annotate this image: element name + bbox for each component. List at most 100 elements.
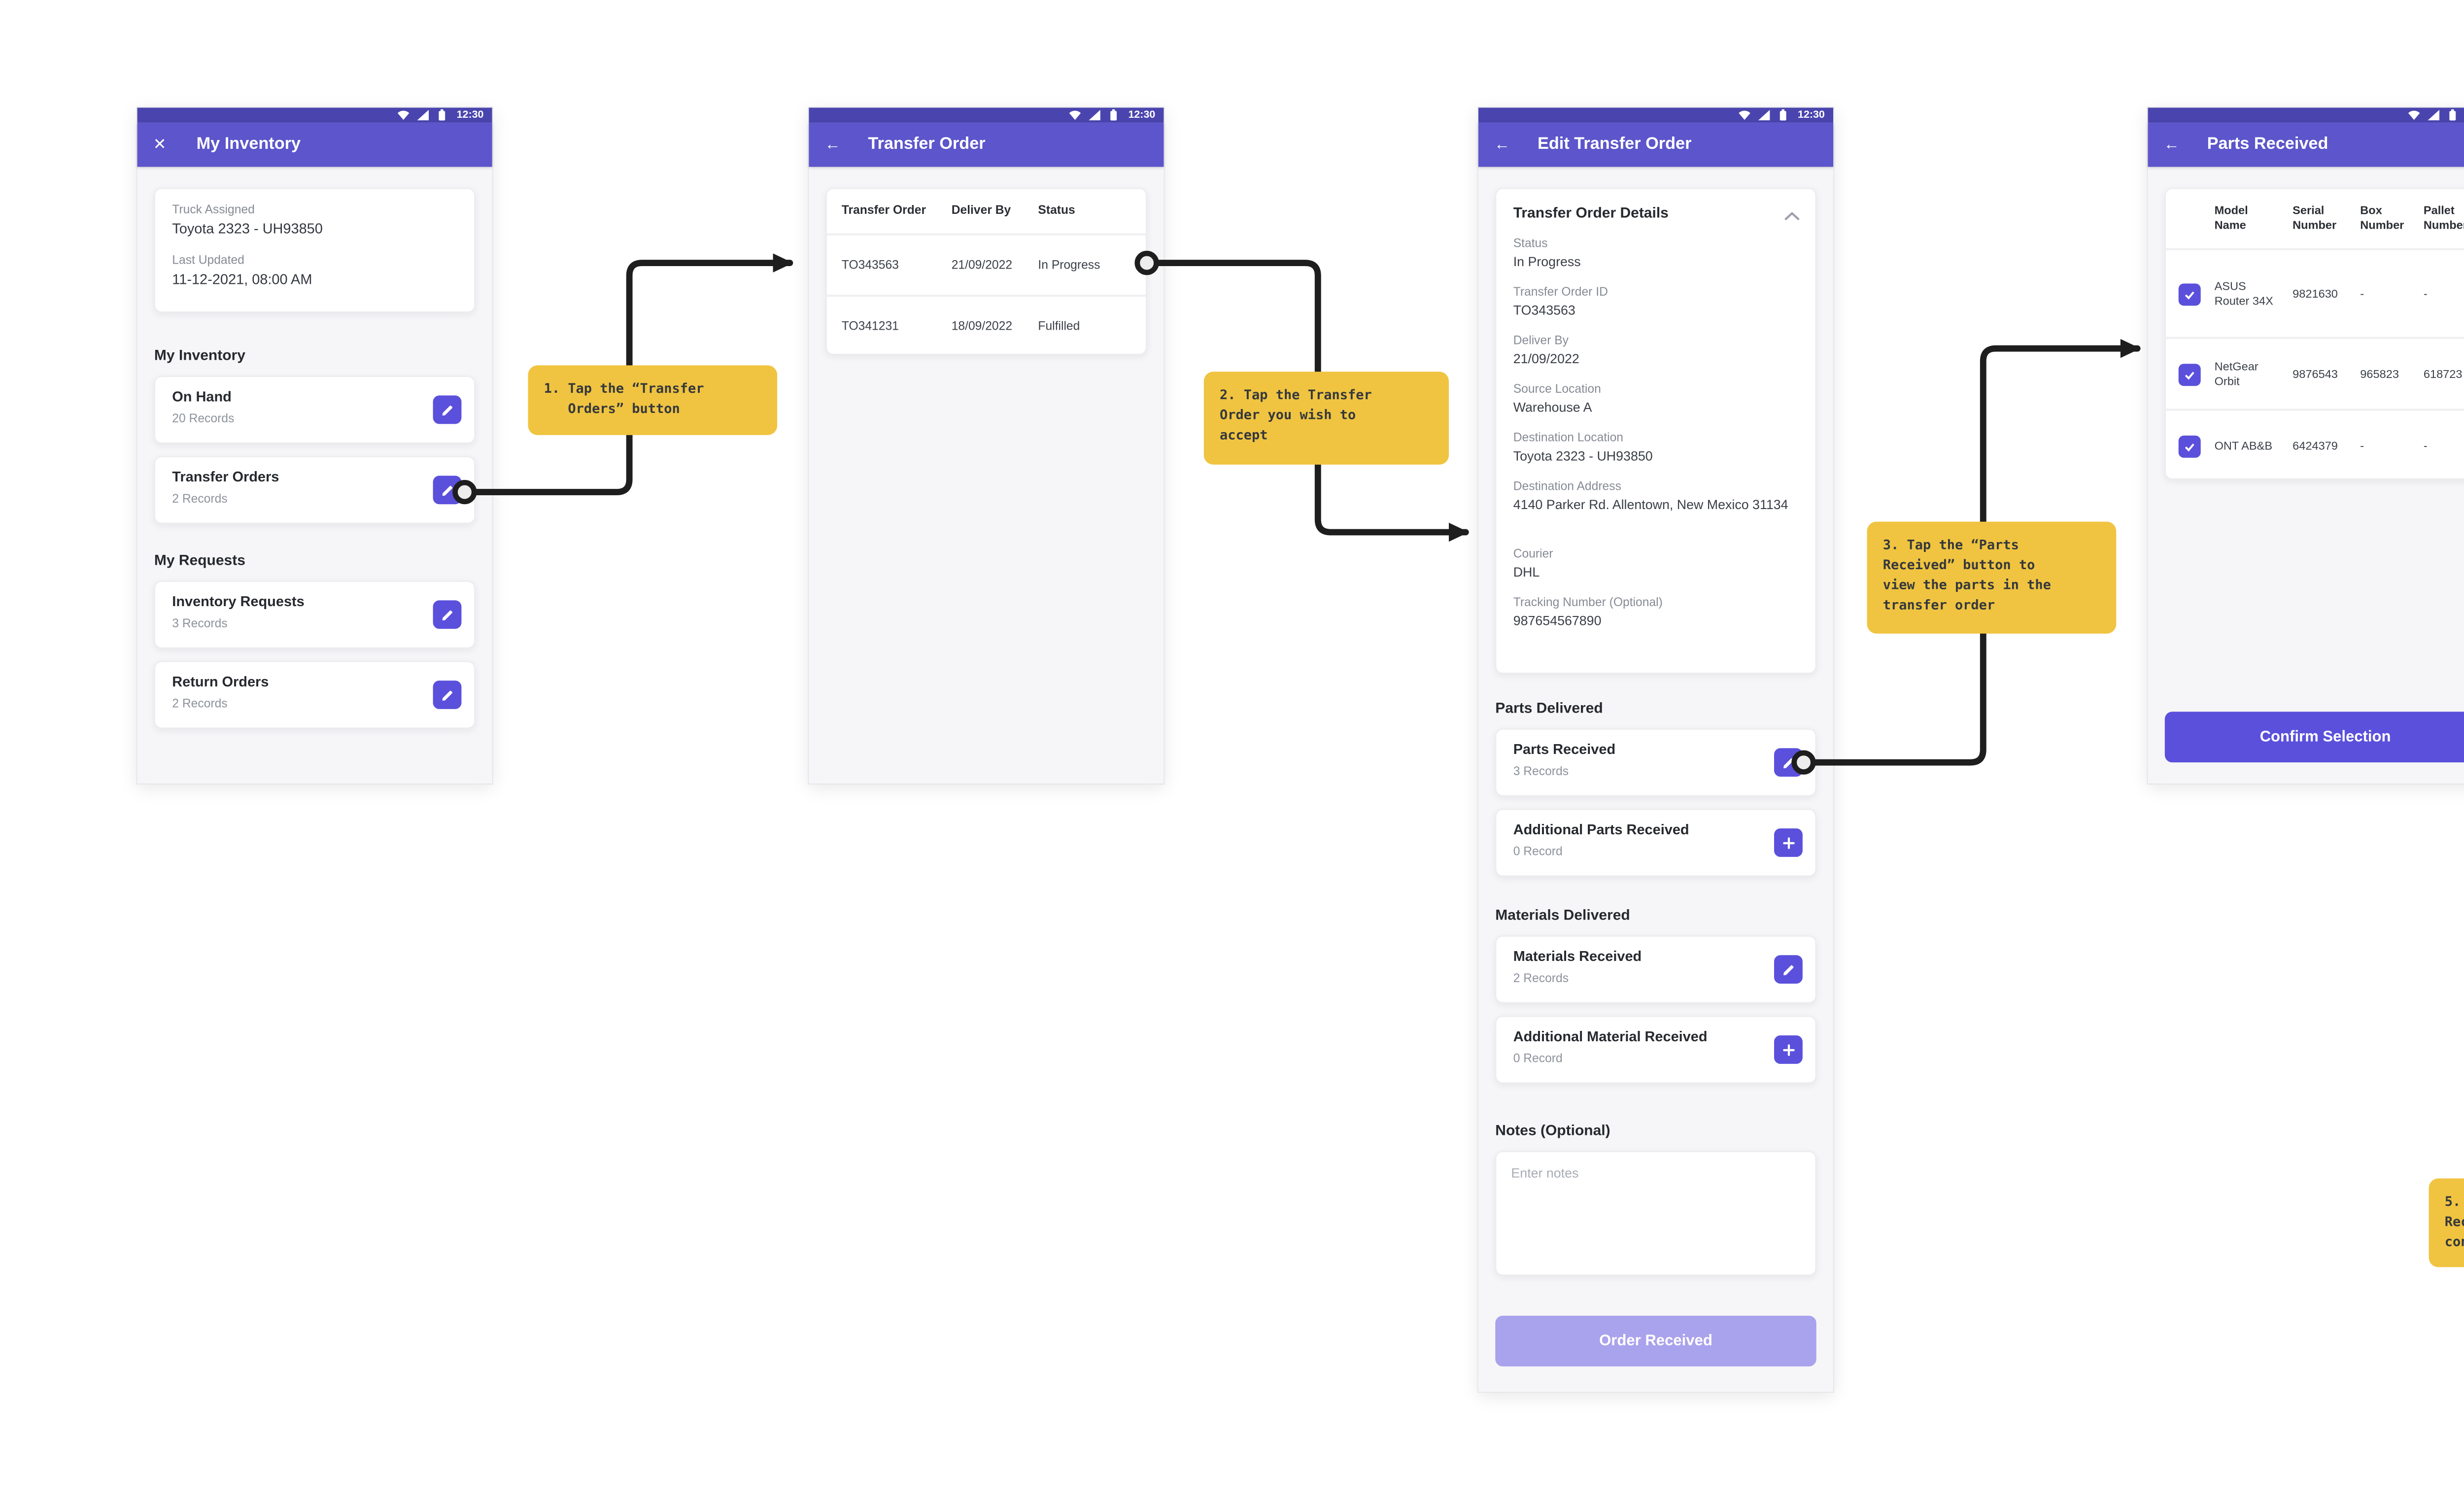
cell-model: NetGear Orbit bbox=[2214, 361, 2259, 389]
cell-box: 965823 bbox=[2360, 368, 2399, 381]
order-received-button-disabled[interactable]: Order Received bbox=[1495, 1316, 1816, 1366]
check-icon bbox=[2185, 372, 2194, 380]
on-hand-edit-button[interactable] bbox=[433, 395, 462, 424]
card-title: Inventory Requests bbox=[172, 593, 305, 610]
back-icon[interactable]: ← bbox=[1494, 136, 1510, 154]
close-icon[interactable]: ✕ bbox=[153, 136, 167, 154]
status-bar: 12:30 bbox=[137, 107, 492, 123]
plus-icon bbox=[1782, 837, 1794, 849]
field-value: DHL bbox=[1513, 565, 1540, 580]
signal-icon bbox=[1758, 109, 1770, 121]
status-time: 12:30 bbox=[1128, 109, 1156, 121]
truck-assigned-value: Toyota 2323 - UH93850 bbox=[172, 220, 323, 237]
part-row-asus[interactable]: ASUS Router 34X 9821630 - - bbox=[2166, 248, 2464, 339]
section-my-inventory: My Inventory bbox=[154, 346, 245, 364]
last-updated-label: Last Updated bbox=[172, 254, 244, 268]
card-materials-received[interactable]: Materials Received 2 Records bbox=[1495, 935, 1816, 1003]
field-value: 4140 Parker Rd. Allentown, New Mexico 31… bbox=[1513, 497, 1788, 512]
card-additional-material-received[interactable]: Additional Material Received 0 Record bbox=[1495, 1016, 1816, 1084]
cell-pallet: 618723 bbox=[2423, 368, 2463, 381]
card-transfer-orders[interactable]: Transfer Orders 2 Records bbox=[154, 456, 476, 524]
card-records: 3 Records bbox=[1513, 765, 1569, 779]
screen-edit-transfer-order-1: 12:30 ← Edit Transfer Order Transfer Ord… bbox=[1478, 107, 1833, 1392]
app-bar: ← Edit Transfer Order bbox=[1478, 122, 1833, 167]
signal-icon bbox=[2428, 109, 2439, 121]
checkbox-checked[interactable] bbox=[2178, 283, 2201, 306]
card-inventory-requests[interactable]: Inventory Requests 3 Records bbox=[154, 580, 476, 649]
card-records: 0 Record bbox=[1513, 846, 1563, 859]
col-box-number: Box Number bbox=[2360, 205, 2404, 233]
inventory-requests-edit-button[interactable] bbox=[433, 600, 462, 629]
field-label: Status bbox=[1513, 238, 1548, 250]
battery-icon bbox=[1110, 109, 1117, 121]
app-bar: ← Parts Received bbox=[2148, 122, 2464, 167]
transfer-orders-edit-button[interactable] bbox=[433, 476, 462, 505]
col-model-name: Model Name bbox=[2214, 205, 2248, 233]
section-parts-delivered: Parts Delivered bbox=[1495, 699, 1603, 716]
back-icon[interactable]: ← bbox=[824, 136, 841, 154]
return-orders-edit-button[interactable] bbox=[433, 681, 462, 709]
section-materials-delivered: Materials Delivered bbox=[1495, 906, 1630, 923]
back-icon[interactable]: ← bbox=[2163, 136, 2180, 154]
field-value: TO343563 bbox=[1513, 303, 1575, 318]
materials-received-edit-button[interactable] bbox=[1774, 955, 1803, 984]
card-on-hand[interactable]: On Hand 20 Records bbox=[154, 376, 476, 444]
cell-serial: 9821630 bbox=[2293, 288, 2338, 301]
card-parts-received[interactable]: Parts Received 3 Records bbox=[1495, 728, 1816, 796]
screen-transfer-order-list: 12:30 ← Transfer Order Transfer Order De… bbox=[809, 107, 1164, 784]
wifi-icon bbox=[1069, 110, 1081, 120]
card-additional-parts-received[interactable]: Additional Parts Received 0 Record bbox=[1495, 809, 1816, 877]
checkbox-checked[interactable] bbox=[2178, 435, 2201, 458]
cell-status: Fulfilled bbox=[1038, 320, 1080, 334]
app-bar: ✕ My Inventory bbox=[137, 122, 492, 167]
cell-deliver-by: 18/09/2022 bbox=[951, 320, 1013, 334]
field-label: Courier bbox=[1513, 548, 1553, 561]
last-updated-value: 11-12-2021, 08:00 AM bbox=[172, 271, 312, 287]
cell-box: - bbox=[2360, 440, 2364, 453]
cell-deliver-by: 21/09/2022 bbox=[951, 259, 1013, 272]
card-records: 2 Records bbox=[172, 698, 228, 711]
screen-parts-received: 12:30 ← Parts Received Model Name Serial… bbox=[2148, 107, 2464, 784]
col-serial-number: Serial Number bbox=[2293, 205, 2337, 233]
field-value: 21/09/2022 bbox=[1513, 351, 1579, 367]
confirm-selection-button[interactable]: Confirm Selection bbox=[2164, 712, 2464, 763]
cell-order-id: TO341231 bbox=[841, 320, 899, 334]
field-value: Warehouse A bbox=[1513, 400, 1592, 415]
parts-received-edit-button[interactable] bbox=[1774, 748, 1803, 777]
cell-pallet: - bbox=[2423, 288, 2428, 301]
cell-pallet: - bbox=[2423, 440, 2428, 453]
truck-info-card: Truck Assigned Toyota 2323 - UH93850 Las… bbox=[154, 188, 476, 313]
section-my-requests: My Requests bbox=[154, 551, 245, 568]
card-title: On Hand bbox=[172, 388, 232, 405]
col-pallet-number: Pallet Number bbox=[2423, 205, 2464, 233]
field-label: Source Location bbox=[1513, 383, 1601, 396]
table-header-row: Transfer Order Deliver By Status bbox=[827, 189, 1146, 234]
signal-icon bbox=[1089, 109, 1100, 121]
notes-field-wrap bbox=[1495, 1151, 1816, 1276]
card-records: 3 Records bbox=[172, 617, 228, 631]
check-icon bbox=[2185, 444, 2194, 452]
pencil-icon bbox=[442, 610, 452, 620]
additional-parts-add-button[interactable] bbox=[1774, 828, 1803, 857]
annotation-step2: 2. Tap the Transfer Order you wish to ac… bbox=[1203, 372, 1449, 465]
card-title: Parts Received bbox=[1513, 741, 1616, 757]
card-records: 2 Records bbox=[1513, 972, 1569, 986]
annotation-step5: 5. Tap the “Order Received” button to co… bbox=[2429, 1178, 2464, 1267]
notes-input[interactable] bbox=[1496, 1152, 1815, 1275]
col-transfer-order: Transfer Order bbox=[841, 204, 926, 217]
card-title: Return Orders bbox=[172, 674, 269, 690]
table-row-to343563[interactable]: TO343563 21/09/2022 In Progress bbox=[826, 233, 1146, 297]
status-time: 12:30 bbox=[1798, 109, 1825, 121]
cell-model: ONT AB&B bbox=[2214, 440, 2273, 453]
cell-box: - bbox=[2360, 288, 2364, 301]
card-return-orders[interactable]: Return Orders 2 Records bbox=[154, 661, 476, 729]
cell-order-id: TO343563 bbox=[841, 259, 899, 272]
pencil-icon bbox=[1783, 757, 1793, 768]
part-row-netgear[interactable]: NetGear Orbit 9876543 965823 618723 bbox=[2166, 337, 2464, 411]
field-value: 987654567890 bbox=[1513, 614, 1602, 628]
checkbox-checked[interactable] bbox=[2178, 364, 2201, 386]
table-row-to341231[interactable]: TO341231 18/09/2022 Fulfilled bbox=[826, 294, 1146, 358]
part-row-ont[interactable]: ONT AB&B 6424379 - - bbox=[2166, 409, 2464, 482]
additional-material-add-button[interactable] bbox=[1774, 1035, 1803, 1064]
chevron-up-icon[interactable] bbox=[1783, 208, 1800, 227]
